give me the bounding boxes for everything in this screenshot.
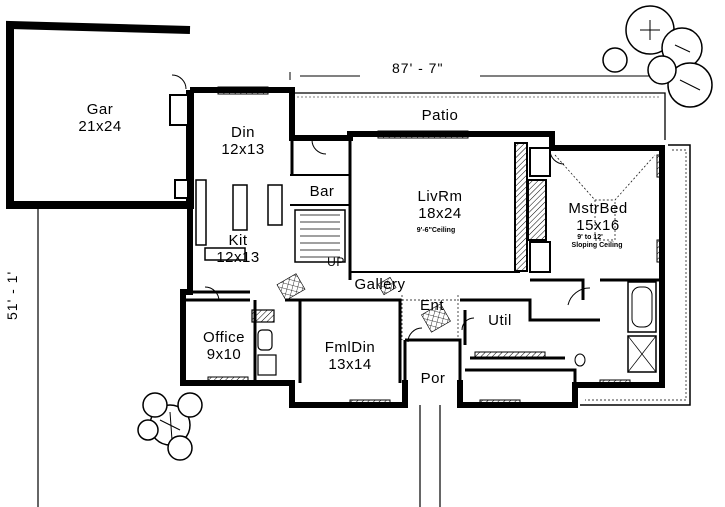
room-fmldin-name: FmlDin [324,339,376,356]
room-kit-name: Kit [228,232,248,249]
room-din: Din 12x13 [221,124,264,158]
room-util-name: Util [488,312,512,329]
room-fmldin-size: 13x14 [328,356,372,373]
room-gar-name: Gar [86,101,114,118]
office-bath [251,309,277,376]
livrm-ceiling-note: 9'-6"Ceiling [416,227,456,234]
mstrbed-ceiling-note-2: Sloping Ceiling [571,242,623,249]
room-bar: Bar [310,183,335,200]
room-livrm-name: LivRm [417,188,463,205]
room-ent: Ent [420,297,444,314]
porch-walk [404,383,461,507]
master-bath [567,281,657,373]
planter-strip [580,144,691,406]
fireplace [514,142,551,273]
room-livrm-size: 18x24 [418,205,462,222]
room-patio: Patio [422,107,459,124]
room-office-name: Office [203,329,245,346]
room-ent-name: Ent [419,297,445,314]
room-kit: Kit 12x13 [216,232,259,266]
room-office: Office 9x10 [203,329,245,363]
interior-walls [185,174,662,385]
tree-icon [602,5,713,108]
room-office-size: 9x10 [206,346,242,363]
room-bar-name: Bar [309,183,335,200]
room-util: Util [488,312,512,329]
stair-up-text: UP [327,255,345,269]
mstrbed-ceiling [554,154,656,241]
mstrbed-ceiling-note-1: 9' to 12' [577,234,603,241]
stair-up-label: UP [327,254,345,271]
room-gallery: Gallery [354,276,405,293]
room-din-size: 12x13 [221,141,265,158]
room-gar-size: 21x24 [78,118,122,135]
room-kit-size: 12x13 [216,249,260,266]
room-por: Por [421,370,446,387]
stair-icon [294,209,346,263]
room-mstrbed: MstrBed 15x16 [568,200,627,234]
room-gallery-name: Gallery [354,276,406,293]
room-livrm: LivRm 18x24 [417,188,462,222]
toilet-icon [574,353,586,367]
patio-area [289,72,666,140]
kitchen-fixtures [195,179,283,261]
shrub-icon [137,392,203,461]
room-patio-name: Patio [421,107,459,124]
door-swings [204,139,565,343]
room-din-name: Din [230,124,255,141]
width-dimension: 87' - 7" [392,60,444,76]
depth-dimension: 51' - 1' [4,270,20,320]
entry-lines [401,295,459,340]
gallery-tiles [276,273,451,333]
room-mstrbed-size: 15x16 [576,217,620,234]
room-gar: Gar 21x24 [78,101,121,135]
windows [207,86,665,408]
room-mstrbed-name: MstrBed [568,200,628,217]
room-por-name: Por [420,370,446,387]
room-fmldin: FmlDin 13x14 [325,339,376,373]
